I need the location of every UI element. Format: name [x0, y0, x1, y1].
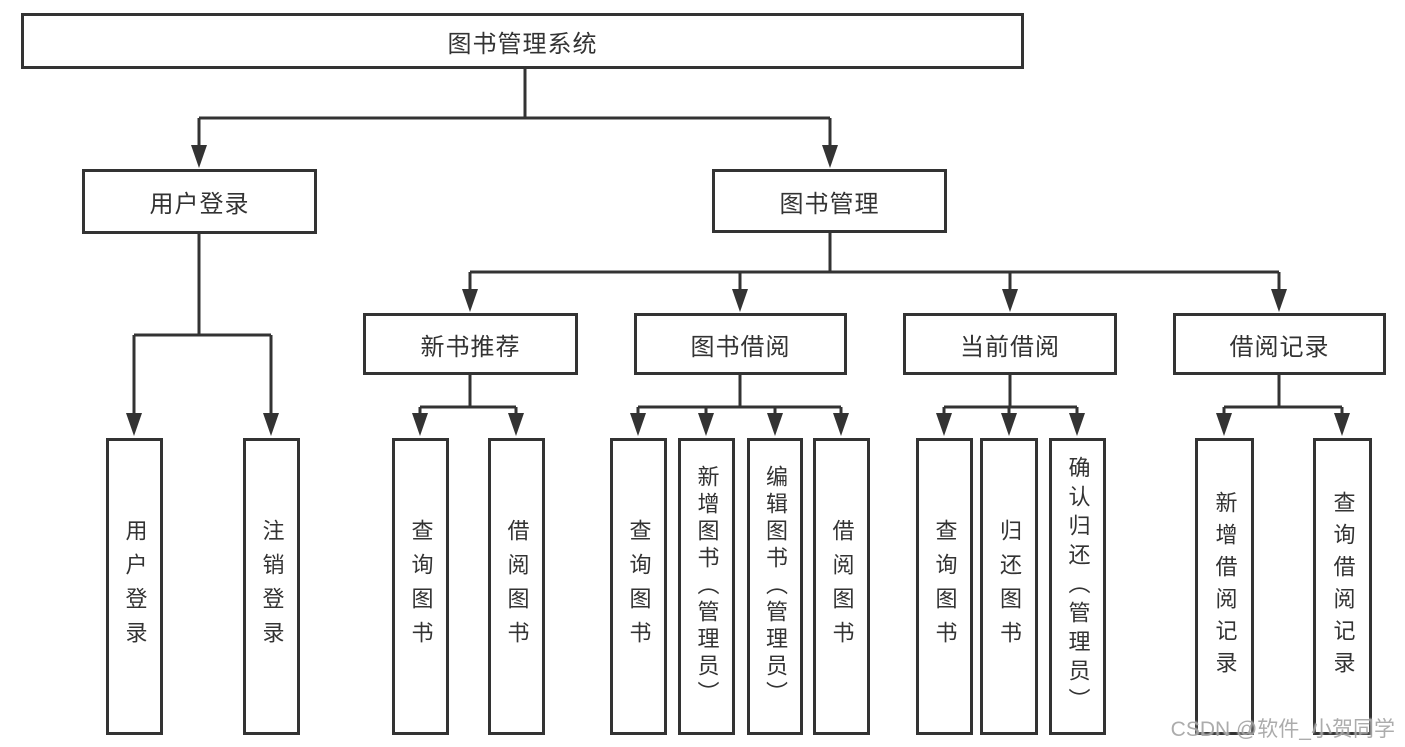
leaf-borrow-books-recommend: 借阅图书	[488, 438, 545, 735]
leaf-user-login-label: 用户登录	[122, 518, 148, 655]
leaf-edit-books-admin: 编辑图书（管理员）	[747, 438, 803, 735]
leaf-query-books-recommend-label: 查询图书	[408, 518, 434, 655]
leaf-query-books-borrow: 查询图书	[610, 438, 667, 735]
node-root: 图书管理系统	[21, 13, 1024, 69]
node-book-management-label: 图书管理	[779, 190, 880, 218]
leaf-add-books-admin: 新增图书（管理员）	[678, 438, 735, 735]
node-book-management: 图书管理	[712, 169, 947, 233]
node-borrow-records: 借阅记录	[1173, 313, 1386, 375]
leaf-query-books-recommend: 查询图书	[392, 438, 449, 735]
node-new-book-recommend: 新书推荐	[363, 313, 578, 375]
leaf-borrow-books-label: 借阅图书	[829, 518, 855, 655]
leaf-borrow-books: 借阅图书	[813, 438, 870, 735]
leaf-query-books-borrow-label: 查询图书	[626, 518, 652, 655]
leaf-return-books-label: 归还图书	[997, 518, 1022, 655]
node-book-borrow: 图书借阅	[634, 313, 847, 375]
leaf-edit-books-admin-label: 编辑图书（管理员）	[763, 465, 788, 708]
leaf-query-borrow-record-label: 查询借阅记录	[1330, 490, 1356, 683]
csdn-watermark: CSDN @软件_小贺同学	[1170, 718, 1395, 741]
leaf-add-books-admin-label: 新增图书（管理员）	[694, 465, 720, 708]
node-current-borrow-label: 当前借阅	[960, 333, 1060, 361]
leaf-add-borrow-record: 新增借阅记录	[1195, 438, 1254, 735]
arrowheads	[126, 145, 1350, 436]
leaf-borrow-books-recommend-label: 借阅图书	[504, 518, 530, 655]
leaf-confirm-return-admin-label: 确认归还（管理员）	[1065, 456, 1091, 717]
node-new-book-recommend-label: 新书推荐	[420, 333, 521, 361]
leaf-logout-label: 注销登录	[259, 518, 285, 655]
node-borrow-records-label: 借阅记录	[1229, 333, 1330, 361]
node-user-login-label: 用户登录	[149, 191, 250, 218]
leaf-logout: 注销登录	[243, 438, 300, 735]
leaf-user-login: 用户登录	[106, 438, 163, 735]
leaf-query-books-current: 查询图书	[916, 438, 973, 735]
leaf-return-books: 归还图书	[980, 438, 1038, 735]
tree-edges	[132, 69, 1344, 418]
node-current-borrow: 当前借阅	[903, 313, 1117, 375]
node-user-login: 用户登录	[82, 169, 317, 234]
node-root-label: 图书管理系统	[447, 30, 598, 58]
leaf-add-borrow-record-label: 新增借阅记录	[1212, 490, 1238, 683]
leaf-query-borrow-record: 查询借阅记录	[1313, 438, 1372, 735]
leaf-query-books-current-label: 查询图书	[932, 518, 958, 655]
node-book-borrow-label: 图书借阅	[690, 333, 791, 361]
leaf-confirm-return-admin: 确认归还（管理员）	[1049, 438, 1106, 735]
